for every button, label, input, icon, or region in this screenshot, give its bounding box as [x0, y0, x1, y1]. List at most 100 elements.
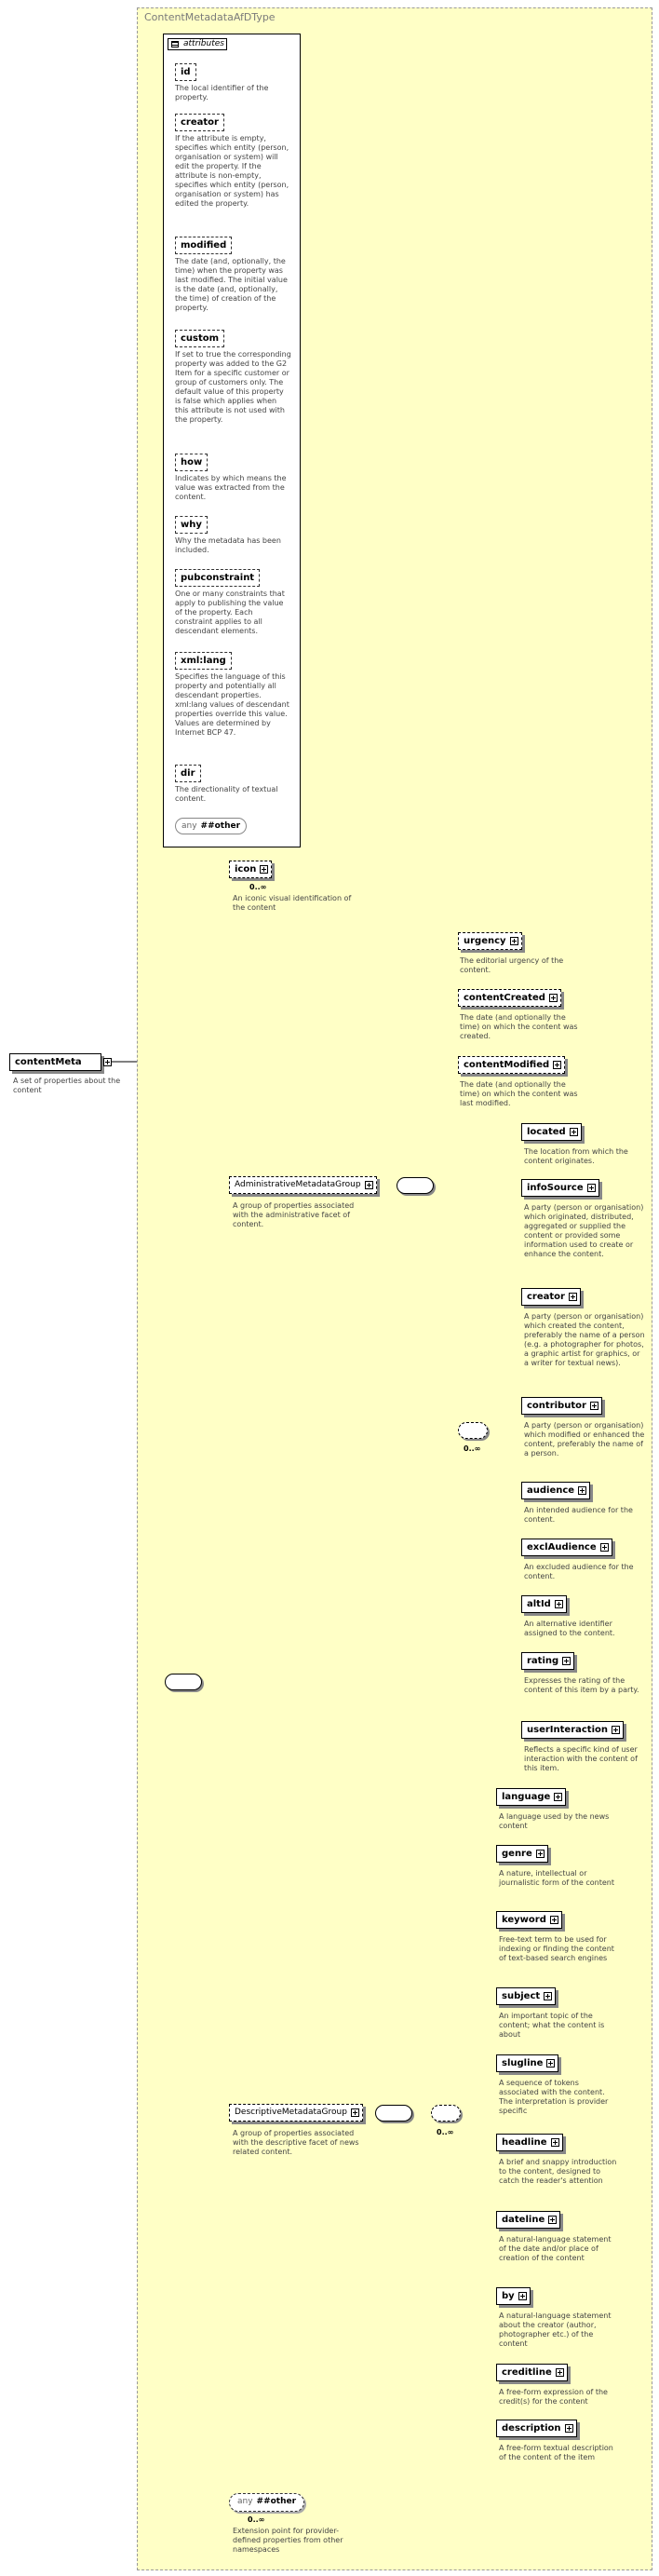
collapse-icon[interactable]: [102, 1058, 112, 1066]
root-element-contentmeta[interactable]: contentMeta: [9, 1053, 112, 1071]
type-name: ContentMetadataAfDType: [144, 11, 276, 23]
attribute-custom[interactable]: custom: [175, 330, 225, 347]
element-description: A language used by the news content: [499, 1812, 610, 1830]
expand-icon[interactable]: [546, 2059, 556, 2068]
element-description: An alternative identifier assigned to th…: [524, 1620, 615, 1637]
attribute-pubconstraint[interactable]: pubconstraint: [175, 569, 261, 587]
expand-icon[interactable]: [568, 1293, 577, 1301]
element-urgency[interactable]: urgency: [458, 932, 522, 950]
element-description: The location from which the content orig…: [524, 1147, 628, 1165]
element-headline[interactable]: headline: [496, 2134, 563, 2151]
element-label: contentModified: [464, 1060, 550, 1070]
choice-compositor[interactable]: [431, 2105, 461, 2122]
element-description: Free-text term to be used for indexing o…: [499, 1935, 614, 1962]
element-description: A free-form textual description of the c…: [499, 2444, 613, 2461]
element-icon[interactable]: icon: [229, 861, 273, 878]
attribute-dir[interactable]: dir: [175, 765, 201, 782]
attribute-id[interactable]: id: [175, 63, 196, 81]
expand-icon[interactable]: [350, 2108, 359, 2117]
expand-icon[interactable]: [535, 1850, 545, 1858]
sequence-compositor[interactable]: [397, 1177, 434, 1194]
element-label: genre: [502, 1849, 532, 1859]
expand-icon[interactable]: [578, 1486, 587, 1495]
any-element[interactable]: any##other: [229, 2493, 305, 2512]
element-audience[interactable]: audience: [521, 1482, 591, 1499]
expand-icon[interactable]: [549, 1916, 558, 1924]
element-description: An excluded audience for the content.: [524, 1563, 634, 1580]
element-label: rating: [527, 1656, 559, 1666]
expand-icon[interactable]: [548, 994, 558, 1002]
element-description: The editorial urgency of the content.: [460, 956, 564, 974]
element-description: A party (person or organisation) which c…: [524, 1312, 645, 1367]
expand-icon[interactable]: [599, 1543, 609, 1552]
root-element-label: contentMeta: [15, 1057, 82, 1067]
element-description: Expresses the rating of the content of t…: [524, 1676, 639, 1694]
expand-icon[interactable]: [518, 2292, 527, 2300]
element-creator[interactable]: creator: [521, 1288, 581, 1306]
element-label: audience: [527, 1485, 575, 1496]
expand-icon[interactable]: [509, 937, 518, 945]
attribute-description: If set to true the corresponding propert…: [175, 350, 291, 424]
element-label: by: [502, 2291, 515, 2301]
element-contentcreated[interactable]: contentCreated: [458, 989, 561, 1007]
expand-icon[interactable]: [554, 1793, 563, 1801]
element-label: contentCreated: [464, 993, 545, 1003]
element-dateline[interactable]: dateline: [496, 2211, 561, 2229]
element-subject[interactable]: subject: [496, 1987, 557, 2005]
element-contentmodified[interactable]: contentModified: [458, 1056, 566, 1074]
sequence-compositor[interactable]: [375, 2105, 412, 2122]
attribute-description: Why the metadata has been included.: [175, 536, 281, 554]
expand-icon[interactable]: [553, 1061, 562, 1069]
expand-icon[interactable]: [589, 1402, 598, 1410]
occurrence-label: 0..∞: [249, 883, 267, 891]
expand-icon[interactable]: [555, 2368, 564, 2377]
any-keyword: any: [182, 821, 197, 831]
element-description: A natural-language statement of the date…: [499, 2235, 612, 2262]
expand-icon[interactable]: [612, 1726, 620, 1734]
expand-icon[interactable]: [564, 2424, 573, 2433]
element-userinteraction[interactable]: userInteraction: [521, 1721, 624, 1739]
element-label: slugline: [502, 2058, 544, 2068]
attribute-how[interactable]: how: [175, 454, 208, 471]
expand-icon[interactable]: [260, 865, 269, 874]
element-infosource[interactable]: infoSource: [521, 1179, 599, 1197]
element-label: creditline: [502, 2367, 552, 2378]
group-administrative-metadata[interactable]: AdministrativeMetadataGroup: [229, 1176, 377, 1194]
element-description: A natural-language statement about the c…: [499, 2312, 612, 2348]
element-description-el[interactable]: description: [496, 2420, 577, 2437]
group-descriptive-metadata[interactable]: DescriptiveMetadataGroup: [229, 2104, 363, 2122]
expand-icon[interactable]: [586, 1184, 596, 1192]
occurrence-label: 0..∞: [464, 1444, 481, 1453]
element-located[interactable]: located: [521, 1123, 582, 1141]
element-language[interactable]: language: [496, 1788, 567, 1806]
expand-icon[interactable]: [569, 1128, 578, 1136]
attribute-xml-lang[interactable]: xml:lang: [175, 652, 232, 670]
group-label: AdministrativeMetadataGroup: [235, 1180, 361, 1189]
sequence-compositor[interactable]: [165, 1674, 202, 1690]
element-altid[interactable]: altId: [521, 1595, 567, 1613]
root-description: A set of properties about the content: [13, 1077, 121, 1094]
element-description: A nature, intellectual or journalistic f…: [499, 1869, 614, 1887]
expand-icon[interactable]: [562, 1657, 572, 1665]
expand-icon[interactable]: [364, 1181, 373, 1189]
attribute-modified[interactable]: modified: [175, 237, 233, 254]
choice-compositor[interactable]: [458, 1422, 488, 1439]
element-contributor[interactable]: contributor: [521, 1397, 602, 1415]
element-genre[interactable]: genre: [496, 1845, 548, 1863]
element-keyword[interactable]: keyword: [496, 1911, 562, 1929]
group-description: A group of properties associated with th…: [233, 1201, 355, 1228]
element-creditline[interactable]: creditline: [496, 2364, 568, 2381]
expand-icon[interactable]: [550, 2138, 559, 2147]
element-by[interactable]: by: [496, 2287, 531, 2305]
element-label: located: [527, 1127, 566, 1137]
attribute-why[interactable]: why: [175, 516, 208, 534]
expand-icon[interactable]: [548, 2216, 558, 2224]
element-description: The date (and optionally the time) on wh…: [460, 1013, 578, 1040]
expand-icon[interactable]: [554, 1600, 563, 1608]
element-slugline[interactable]: slugline: [496, 2054, 559, 2072]
expand-icon[interactable]: [544, 1992, 553, 2000]
element-description: Reflects a specific kind of user interac…: [524, 1745, 638, 1772]
element-rating[interactable]: rating: [521, 1652, 575, 1670]
attribute-creator[interactable]: creator: [175, 114, 224, 131]
element-exclaudience[interactable]: exclAudience: [521, 1539, 612, 1556]
